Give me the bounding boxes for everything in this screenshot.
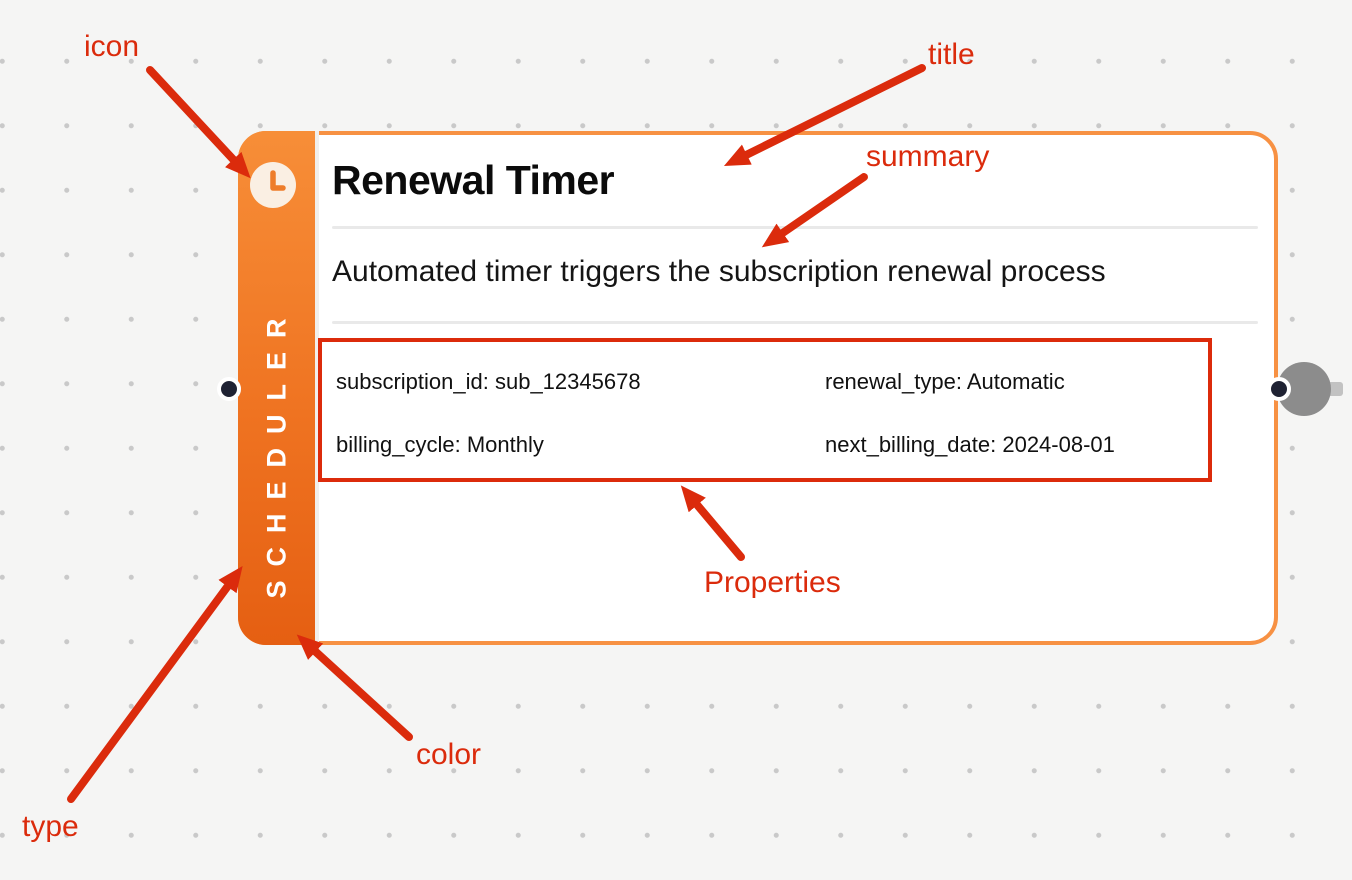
node-type-label-wrap: SCHEDULER bbox=[238, 281, 315, 635]
properties-annotation-box: subscription_id: sub_12345678 renewal_ty… bbox=[318, 338, 1212, 482]
output-handle[interactable] bbox=[1267, 377, 1291, 401]
node-summary: Automated timer triggers the subscriptio… bbox=[332, 255, 1106, 288]
property-billing-cycle: billing_cycle: Monthly bbox=[336, 431, 544, 457]
node-type-sidebar: SCHEDULER bbox=[238, 131, 319, 645]
summary-divider bbox=[332, 321, 1258, 324]
property-renewal-type: renewal_type: Automatic bbox=[825, 368, 1065, 394]
title-annotation-label: title bbox=[928, 38, 975, 71]
color-annotation-label: color bbox=[416, 738, 482, 771]
icon-arrow bbox=[146, 66, 251, 179]
clock-icon bbox=[270, 170, 286, 191]
scheduler-node[interactable]: SCHEDULER Renewal Timer Automated timer … bbox=[238, 131, 1278, 645]
color-arrow bbox=[296, 634, 413, 741]
property-subscription-id: subscription_id: sub_12345678 bbox=[336, 368, 641, 394]
type-annotation-label: type bbox=[22, 810, 79, 843]
node-title: Renewal Timer bbox=[332, 157, 615, 203]
type-arrow bbox=[67, 565, 243, 803]
input-handle[interactable] bbox=[217, 377, 241, 401]
property-next-billing-date: next_billing_date: 2024-08-01 bbox=[825, 431, 1115, 457]
node-type-label: SCHEDULER bbox=[261, 303, 292, 599]
properties-grid: subscription_id: sub_12345678 renewal_ty… bbox=[322, 342, 1208, 478]
icon-annotation-label: icon bbox=[84, 30, 140, 63]
title-divider bbox=[332, 226, 1258, 229]
node-icon-circle bbox=[250, 162, 296, 208]
